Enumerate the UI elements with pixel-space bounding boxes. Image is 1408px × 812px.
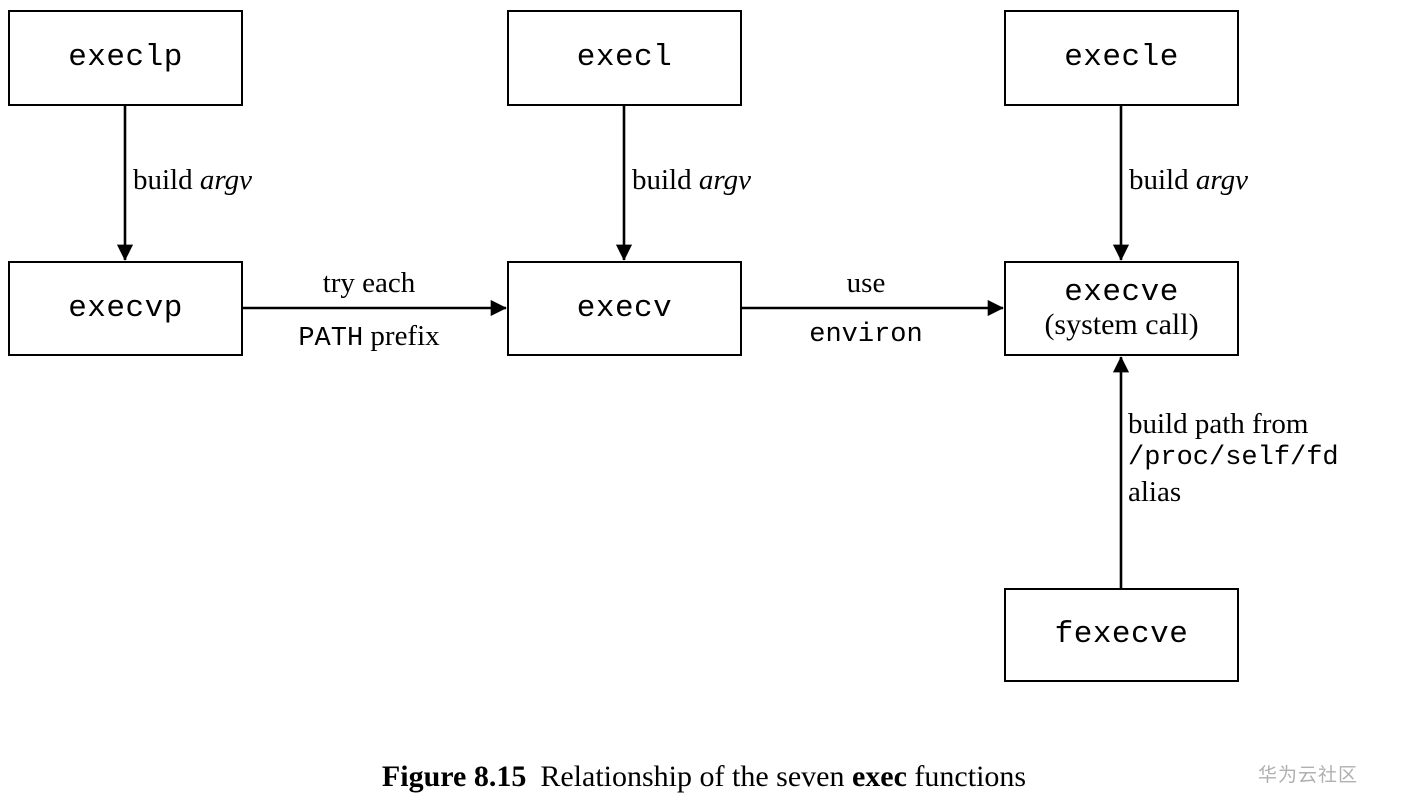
figure-caption-text-before: Relationship of the seven [540, 760, 852, 793]
figure-caption-number: Figure 8.15 [381, 760, 527, 793]
edge-label-text-italic: argv [199, 164, 252, 196]
edge-label-line-1: try each [322, 267, 416, 299]
edge-label-line-2: environ [809, 320, 923, 351]
node-execve-sublabel: (system call) [1044, 308, 1199, 342]
node-fexecve-label: fexecve [1054, 617, 1189, 653]
node-execve-label: execve [1064, 274, 1179, 310]
node-execv[interactable]: execv [507, 261, 742, 356]
edge-label-text-italic: argv [698, 164, 751, 196]
node-execl-label: execl [576, 40, 673, 76]
figure-caption-code: exec [851, 760, 907, 793]
edge-label-line-2: /proc/self/fd [1128, 443, 1339, 474]
edge-label-path-mono: PATH [298, 324, 364, 355]
edge-label-line-2: PATH prefix [253, 319, 485, 356]
edge-label-path-suffix: prefix [363, 320, 440, 353]
edge-label-text-italic: argv [1195, 164, 1248, 196]
edge-label-text-plain: build [632, 164, 699, 196]
watermark: 华为云社区 [1258, 764, 1359, 786]
edge-label-line-1: use [846, 267, 886, 299]
node-execlp-label: execlp [68, 40, 183, 76]
edge-label-execle-to-execve: build argv [1129, 163, 1248, 198]
edge-label-fexecve-to-execve: build path from /proc/self/fd alias [1128, 407, 1339, 511]
edge-label-text-plain: build [133, 164, 200, 196]
figure-caption-text-after: functions [906, 760, 1027, 793]
node-fexecve[interactable]: fexecve [1004, 588, 1239, 682]
node-execv-label: execv [576, 290, 673, 326]
edge-label-text-plain: build [1129, 164, 1196, 196]
node-execlp[interactable]: execlp [8, 10, 243, 106]
edge-label-execl-to-execv: build argv [632, 163, 751, 198]
edge-label-execvp-to-execv: try each PATH prefix [253, 266, 485, 356]
figure-caption: Figure 8.15 Relationship of the seven exe… [0, 760, 1408, 794]
edge-label-line-1: build path from [1128, 408, 1309, 440]
edge-label-execv-to-execve: use environ [750, 266, 982, 352]
node-execle-label: execle [1064, 40, 1179, 76]
node-execve[interactable]: execve (system call) [1004, 261, 1239, 356]
node-execvp-label: execvp [68, 290, 183, 326]
node-execvp[interactable]: execvp [8, 261, 243, 356]
node-execl[interactable]: execl [507, 10, 742, 106]
node-execle[interactable]: execle [1004, 10, 1239, 106]
edge-label-line-3: alias [1128, 476, 1182, 509]
edge-label-execlp-to-execvp: build argv [133, 163, 252, 198]
